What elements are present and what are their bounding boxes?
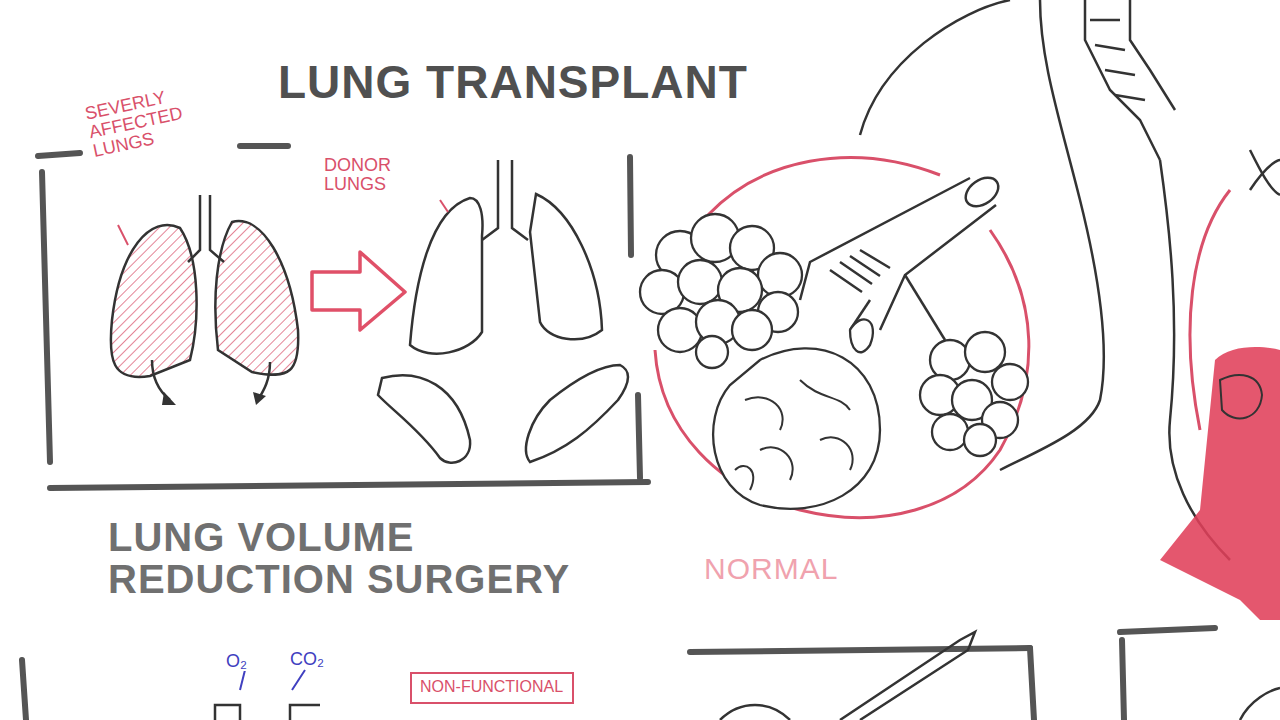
gas-label: O₂ xyxy=(226,652,247,671)
callout-label: DONOR LUNGS xyxy=(324,156,434,194)
transplant-frame: SEVERLY AFFECTED LUNGSDONOR LUNGS xyxy=(38,150,650,490)
section-heading: LUNG VOLUME REDUCTION SURGERY xyxy=(108,516,628,600)
callout-label: NON-FUNCTIONAL xyxy=(420,679,563,696)
gas-label: CO₂ xyxy=(290,650,324,669)
region-label: NORMAL xyxy=(704,553,838,585)
title: LUNG TRANSPLANT xyxy=(278,58,748,106)
surgery-frame: LUNG VOLUME REDUCTION SURGERYNON-FUNCTIO… xyxy=(20,650,1020,720)
callout-box: NON-FUNCTIONAL xyxy=(410,672,574,704)
callout-label: SEVERLY AFFECTED LUNGS xyxy=(83,80,212,160)
